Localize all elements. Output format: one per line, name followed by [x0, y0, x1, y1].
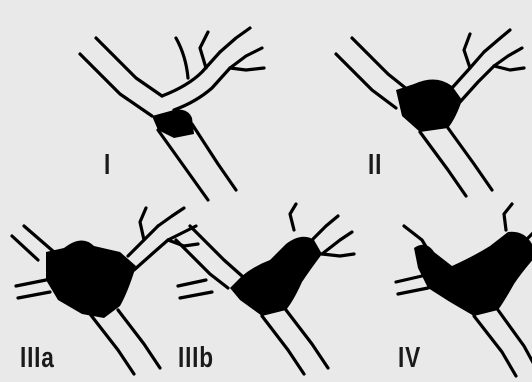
label-type-iiib: IIIb — [178, 344, 214, 373]
label-type-iiia: IIIa — [20, 344, 55, 373]
panel-type-ii — [336, 30, 524, 196]
label-type-i: I — [104, 151, 111, 180]
label-type-ii: II — [368, 151, 382, 180]
label-type-iv: IV — [398, 344, 421, 373]
